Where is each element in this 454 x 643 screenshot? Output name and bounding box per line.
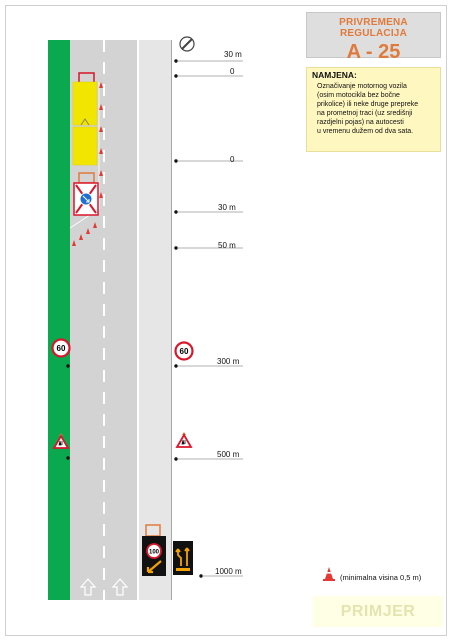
end-of-restrictions-sign: [179, 36, 195, 52]
cone-legend-icon: [323, 567, 335, 581]
purpose-line: na prometnoj traci (uz središnji: [317, 110, 413, 117]
distance-label: 30 m: [224, 50, 242, 59]
speed-limit-sign-right: 60: [174, 341, 194, 361]
purpose-line: u vremenu dužem od dva sata.: [317, 128, 414, 135]
edge-line: [137, 40, 139, 600]
distance-label: 0: [230, 67, 235, 76]
roadwork-warning-sign-left: [52, 433, 70, 449]
distance-leaders: [178, 60, 243, 577]
cone-legend-text: (minimalna visina 0,5 m): [340, 573, 422, 582]
distance-label: 500 m: [217, 450, 240, 459]
lane-merge-sign: [173, 541, 193, 575]
example-label: PRIMJER: [313, 596, 443, 627]
speed-limit-sign-left: 60: [51, 338, 71, 358]
median-strip: [48, 40, 70, 600]
distance-label: 300 m: [217, 357, 240, 366]
distance-label: 1000 m: [215, 567, 242, 576]
distance-label: 0: [230, 155, 235, 164]
speed-limit-value: 60: [57, 344, 66, 353]
sign-posts: [66, 59, 203, 578]
roadwork-warning-sign-right: [175, 432, 193, 448]
purpose-line: razdjelni pojas) na autocesti: [317, 119, 404, 126]
closure-outline: [69, 82, 100, 229]
distance-label: 30 m: [218, 203, 236, 212]
title-box: PRIVREMENA REGULACIJA A - 25: [306, 12, 441, 63]
purpose-line: Označivanje motornog vozila: [317, 83, 407, 90]
emergency-lane: [138, 40, 172, 600]
speed-limit-value: 60: [180, 347, 189, 356]
regulation-label: PRIVREMENA REGULACIJA: [339, 17, 408, 39]
arrow-board-speed: 100: [149, 550, 160, 556]
scheme-code: A - 25: [346, 41, 401, 63]
purpose-text: Označivanje motornog vozila (osim motoci…: [317, 82, 436, 136]
purpose-line: prikolice) ili neke druge prepreke: [317, 101, 419, 108]
warning-trailer: [73, 172, 99, 216]
purpose-heading: NAMJENA:: [312, 70, 357, 80]
distance-label: 50 m: [218, 241, 236, 250]
cone-row: [72, 82, 103, 246]
arrow-board-trailer: 100: [142, 524, 166, 576]
stopped-vehicle: [72, 72, 98, 166]
lane-arrows: [79, 578, 129, 596]
purpose-line: (osim motocikla bez bočne: [317, 92, 400, 99]
purpose-box: NAMJENA: Označivanje motornog vozila (os…: [306, 67, 441, 152]
shoulder-border: [171, 40, 172, 600]
page-frame: [5, 5, 447, 636]
